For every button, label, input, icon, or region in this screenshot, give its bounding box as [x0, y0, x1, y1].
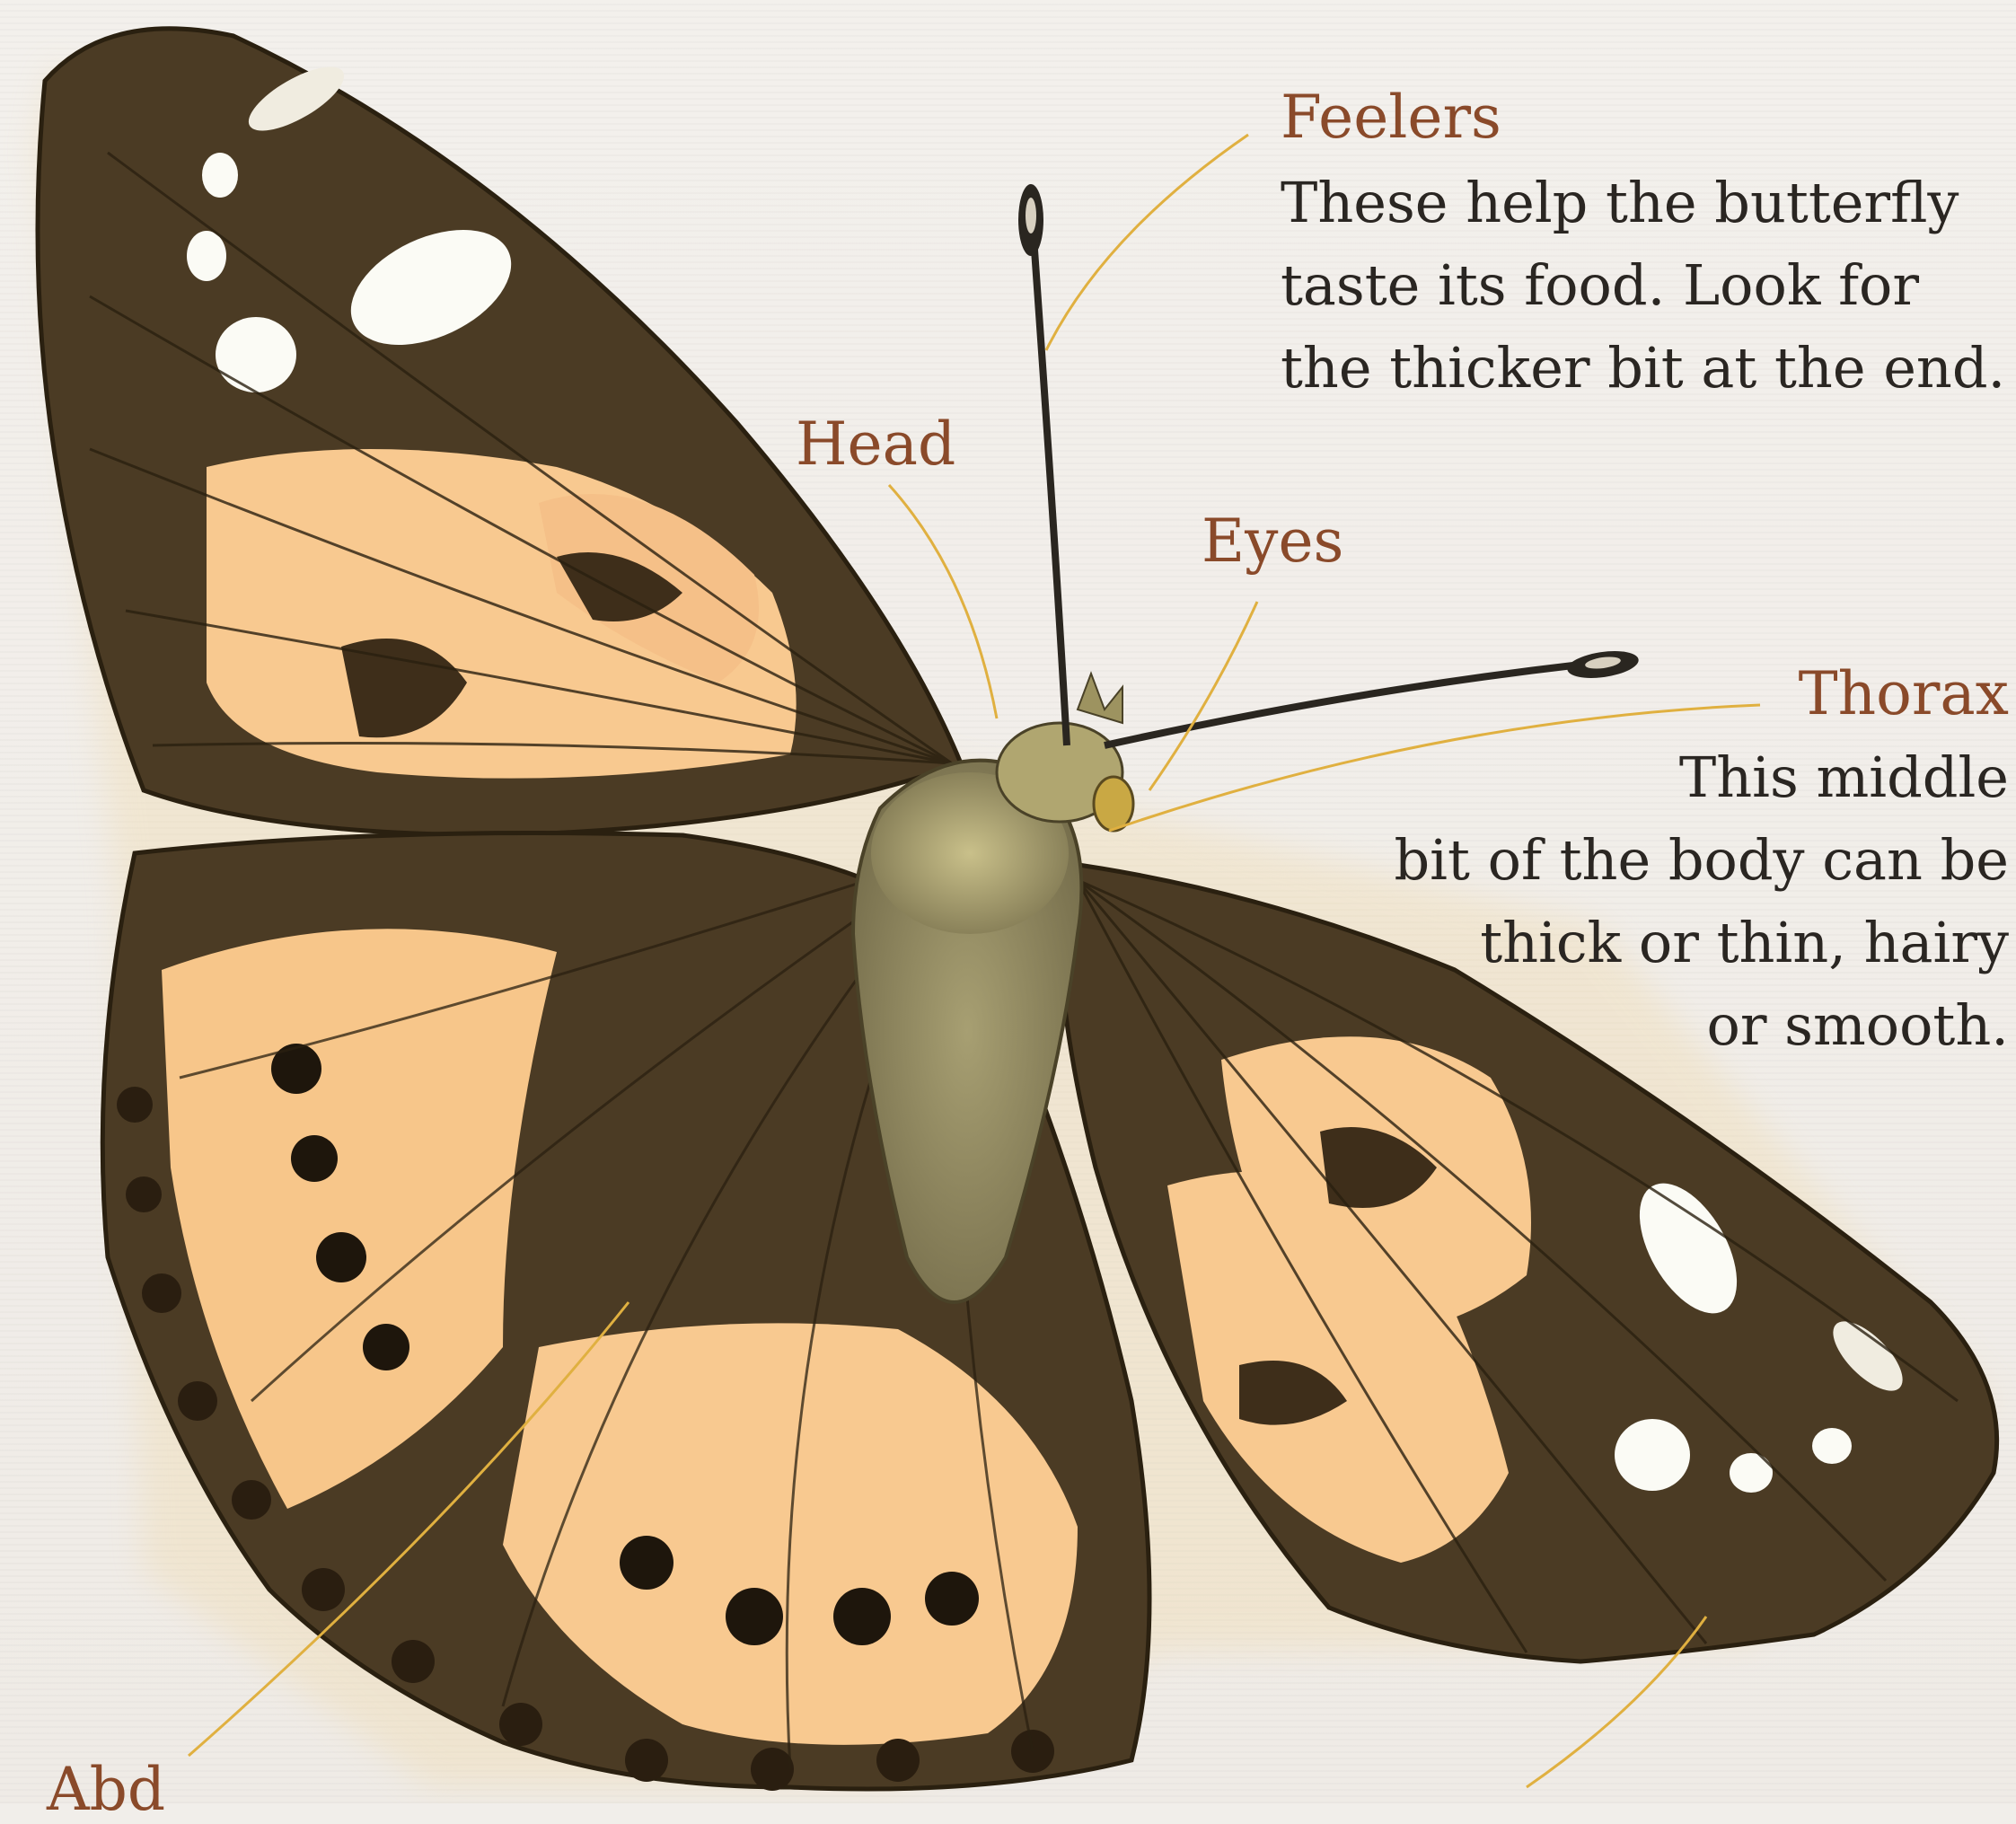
thorax-desc-line: This middle — [1394, 736, 2009, 819]
left-black-spot — [620, 1536, 673, 1590]
feelers-leader — [1046, 135, 1248, 350]
left-black-spot — [291, 1135, 338, 1182]
feelers-description: These help the butterfly taste its food.… — [1281, 162, 2005, 410]
feelers-desc-line: taste its food. Look for — [1281, 244, 2005, 327]
left-black-spot — [726, 1588, 783, 1645]
right-white-spot — [1730, 1453, 1773, 1493]
thorax-label: Thorax — [1799, 665, 2009, 724]
thorax-desc-line: or smooth. — [1394, 984, 2009, 1067]
abdomen-label: Abd — [47, 1760, 165, 1820]
eyes-label: Eyes — [1202, 512, 1343, 571]
left-white-spot — [216, 317, 296, 392]
feelers-desc-line: These help the butterfly — [1281, 162, 2005, 244]
right-white-spot — [1812, 1428, 1852, 1464]
thorax-desc-line: thick or thin, hairy — [1394, 902, 2009, 984]
feelers-label: Feelers — [1281, 88, 1501, 147]
left-black-spot — [363, 1324, 409, 1370]
left-black-spot — [833, 1588, 891, 1645]
eyes-leader — [1149, 602, 1257, 790]
right-white-spot — [1615, 1419, 1690, 1491]
eye-shape — [1094, 777, 1133, 831]
left-black-spot — [316, 1232, 366, 1282]
left-white-spot — [187, 231, 226, 281]
head-label: Head — [796, 415, 955, 474]
left-black-spot — [925, 1572, 979, 1626]
thorax-description: This middle bit of the body can be thick… — [1394, 736, 2009, 1067]
left-white-spot — [202, 153, 238, 198]
thorax-desc-line: bit of the body can be — [1394, 819, 2009, 902]
feelers-desc-line: the thicker bit at the end. — [1281, 327, 2005, 410]
